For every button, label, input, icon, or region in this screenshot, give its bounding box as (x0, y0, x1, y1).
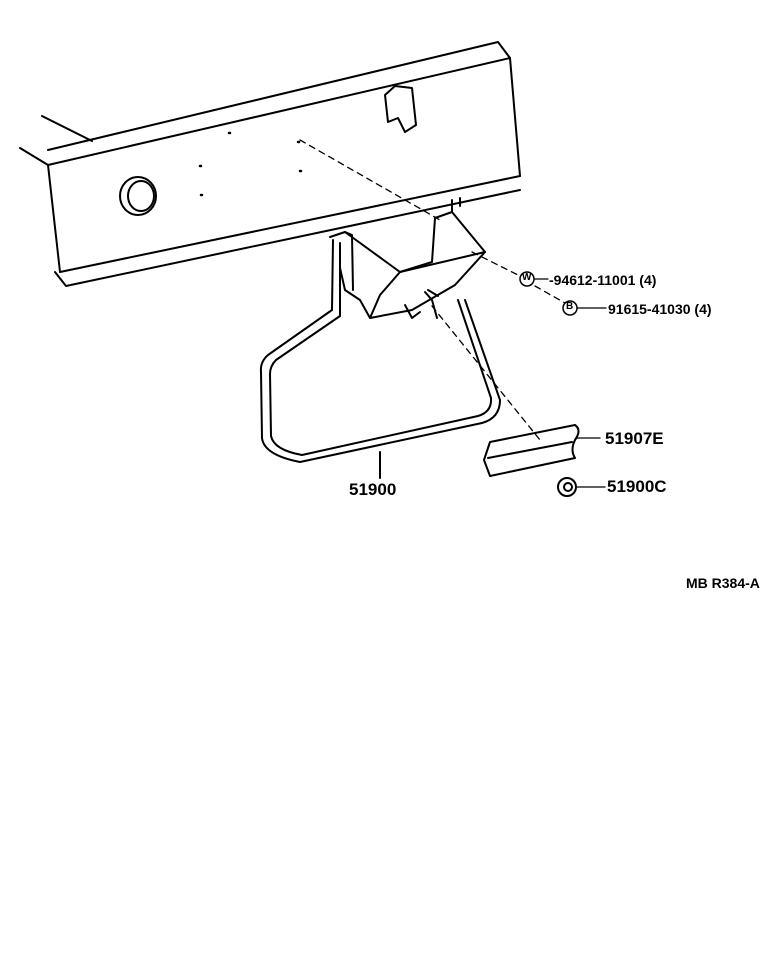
callout-94612-11001: -94612-11001 (4) (549, 272, 657, 288)
spare-tire-carrier-bracket (329, 197, 486, 319)
carrier-rod-51900 (259, 239, 501, 479)
callout-51900C: 51900C (607, 477, 667, 496)
nut-51900C (557, 477, 606, 497)
bolt-symbol: B (566, 301, 574, 312)
frame-crossmember (19, 41, 521, 287)
frame-plug (119, 176, 157, 216)
washer-symbol: W (522, 272, 532, 283)
callout-symbols (519, 271, 607, 316)
rubber-bumper (384, 85, 417, 133)
callout-51907E: 51907E (605, 429, 664, 448)
frame-holes (198, 131, 303, 197)
callout-51900: 51900 (349, 480, 397, 499)
figure-code: MB R384-A (686, 575, 760, 591)
dashed-lines (299, 139, 566, 441)
callout-91615-41030: 91615-41030 (4) (608, 301, 712, 317)
plate-51907E (483, 424, 601, 477)
